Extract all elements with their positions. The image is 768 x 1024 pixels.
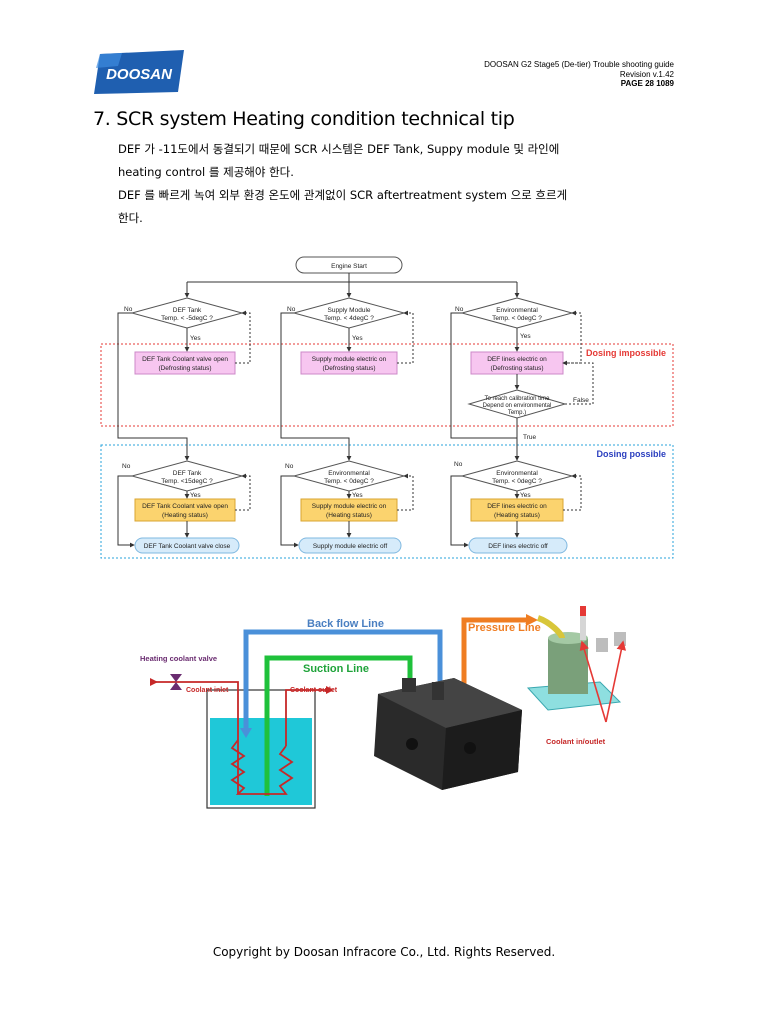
- svg-text:No: No: [455, 306, 464, 313]
- svg-text:No: No: [454, 461, 463, 468]
- dosing-unit: [526, 606, 626, 711]
- footer-copyright: Copyright by Doosan Infracore Co., Ltd. …: [212, 945, 556, 959]
- doc-title: DOOSAN G2 Stage5 (De-tier) Trouble shoot…: [484, 60, 674, 69]
- col1-end: [134, 537, 240, 554]
- scr-system-diagram: Back flow Line Suction Line Pressure Lin…: [140, 606, 627, 809]
- paragraph-line-1: DEF 가 -11도에서 동결되기 때문에 SCR 시스템은 DEF Tank,…: [118, 142, 560, 156]
- heating-valve-icon: [170, 674, 182, 682]
- heating-flowchart: Dosing impossible Dosing possible Engine…: [100, 256, 674, 559]
- header-info: DOOSAN G2 Stage5 (De-tier) Trouble shoot…: [484, 60, 674, 89]
- svg-text:(Heating status): (Heating status): [326, 512, 372, 519]
- svg-text:Supply module electric on: Supply module electric on: [312, 356, 387, 363]
- svg-text:No: No: [285, 463, 294, 470]
- back-flow-line: [243, 629, 443, 728]
- svg-text:DEF Tank: DEF Tank: [173, 307, 202, 314]
- svg-text:No: No: [287, 306, 296, 313]
- svg-text:Supply Module: Supply Module: [328, 307, 371, 314]
- svg-text:False: False: [573, 397, 589, 404]
- svg-text:Yes: Yes: [352, 492, 363, 499]
- svg-text:(Defrosting status): (Defrosting status): [158, 365, 211, 372]
- coolant-inlet-label: Coolant inlet: [186, 687, 229, 694]
- svg-text:DEF lines electric on: DEF lines electric on: [487, 356, 547, 363]
- svg-text:Temp. < 4degC ?: Temp. < 4degC ?: [324, 315, 374, 322]
- coolant-inout-label: Coolant in/outlet: [546, 737, 606, 746]
- svg-text:Environmental: Environmental: [496, 307, 538, 314]
- svg-text:Yes: Yes: [520, 492, 531, 499]
- paragraph-line-4: 한다.: [118, 211, 143, 225]
- svg-text:Temp. <15degC ?: Temp. <15degC ?: [161, 478, 213, 485]
- svg-text:(Defrosting status): (Defrosting status): [322, 365, 375, 372]
- heating-valve-label: Heating coolant valve: [140, 654, 217, 663]
- col2-end: [298, 537, 402, 554]
- svg-text:Yes: Yes: [352, 335, 363, 342]
- suction-label: Suction Line: [303, 663, 369, 675]
- pressure-line: [461, 617, 526, 694]
- svg-text:Temp.): Temp.): [508, 410, 526, 416]
- svg-text:DEF Tank Coolant valve close: DEF Tank Coolant valve close: [144, 543, 231, 550]
- svg-text:No: No: [124, 306, 133, 313]
- svg-text:Yes: Yes: [190, 335, 201, 342]
- heating-coil: [230, 739, 294, 795]
- supply-module: [374, 678, 522, 790]
- pressure-label: Pressure Line: [468, 622, 541, 634]
- svg-text:Temp. < 0degC ?: Temp. < 0degC ?: [492, 315, 542, 322]
- svg-text:Temp. < 0degC ?: Temp. < 0degC ?: [324, 478, 374, 485]
- svg-text:Environmental: Environmental: [328, 470, 370, 477]
- section-title: 7. SCR system Heating condition technica…: [93, 108, 515, 130]
- svg-text:(Heating status): (Heating status): [162, 512, 208, 519]
- svg-text:(Heating status): (Heating status): [494, 512, 540, 519]
- coolant-outlet-line: [285, 689, 326, 746]
- back-flow-label: Back flow Line: [307, 618, 384, 630]
- paragraph-line-3: DEF 를 빠르게 녹여 외부 환경 온도에 관계없이 SCR aftertre…: [118, 188, 568, 202]
- svg-text:Supply module electric off: Supply module electric off: [313, 543, 388, 550]
- svg-text:Environmental: Environmental: [496, 470, 538, 477]
- svg-text:Yes: Yes: [190, 492, 201, 499]
- svg-text:No: No: [122, 463, 131, 470]
- col3-end: [468, 537, 568, 554]
- svg-text:DEF Tank: DEF Tank: [173, 470, 202, 477]
- def-liquid: [210, 718, 312, 805]
- suction-line: [264, 655, 413, 796]
- svg-text:DEF lines electric on: DEF lines electric on: [487, 503, 547, 510]
- svg-text:Depend on environmental: Depend on environmental: [483, 403, 552, 409]
- svg-text:(Defrosting status): (Defrosting status): [490, 365, 543, 372]
- zone-possible-label: Dosing possible: [596, 449, 666, 459]
- paragraph-line-2: heating control 를 제공해야 한다.: [118, 165, 294, 179]
- dosing-possible-zone: [100, 444, 674, 559]
- svg-text:True: True: [523, 434, 537, 441]
- dosing-impossible-zone: [100, 343, 674, 427]
- svg-text:Yes: Yes: [520, 333, 531, 340]
- coolant-inlet-line: [150, 681, 239, 794]
- svg-text:Supply module electric on: Supply module electric on: [312, 503, 387, 510]
- page-number: PAGE 28 1089: [620, 79, 674, 88]
- svg-text:Temp. < -5degC ?: Temp. < -5degC ?: [161, 315, 213, 322]
- coolant-outlet-label: Coolant outlet: [290, 687, 338, 694]
- svg-text:Temp. < 0degC ?: Temp. < 0degC ?: [492, 478, 542, 485]
- svg-text:DEF Tank Coolant valve open: DEF Tank Coolant valve open: [142, 356, 228, 363]
- svg-text:DEF lines electric off: DEF lines electric off: [488, 543, 548, 550]
- zone-impossible-label: Dosing impossible: [586, 348, 666, 358]
- revision: Revision v.1.42: [619, 69, 674, 79]
- svg-text:To reach calibration time: To reach calibration time: [484, 396, 550, 402]
- svg-text:DEF Tank Coolant valve open: DEF Tank Coolant valve open: [142, 503, 228, 510]
- logo-text: DOOSAN: [106, 66, 173, 83]
- doosan-logo: DOOSAN: [94, 50, 184, 94]
- svg-text:Engine Start: Engine Start: [331, 263, 367, 270]
